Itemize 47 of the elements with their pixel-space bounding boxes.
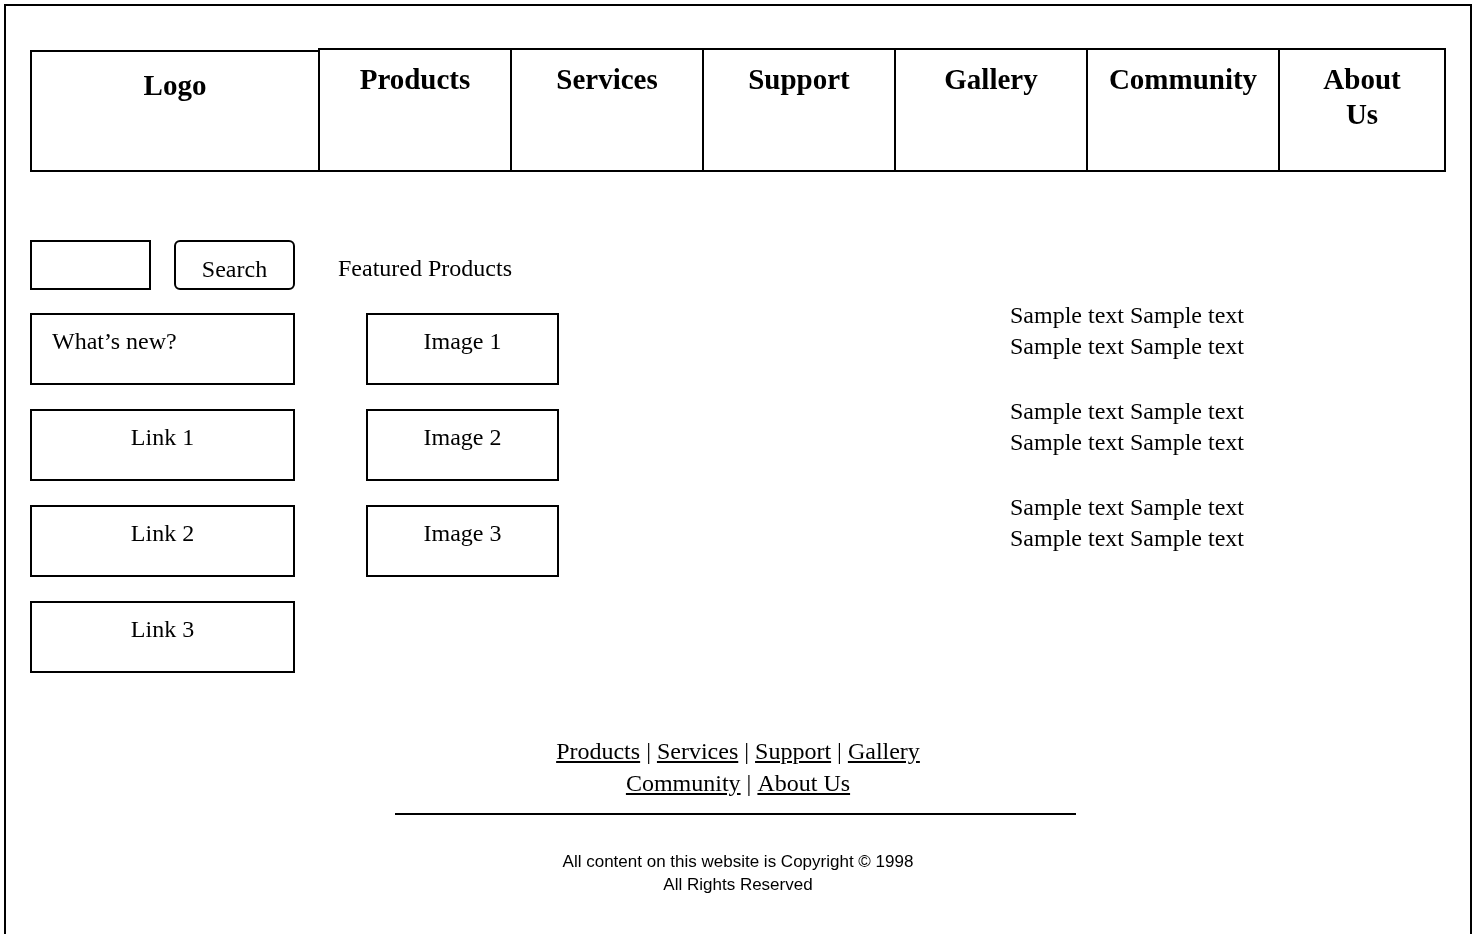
- link-separator: |: [837, 737, 842, 766]
- sample-text: Sample text Sample text Sample text Sample text: [1010, 397, 1245, 457]
- nav-label: Logo: [143, 68, 207, 103]
- nav-label: Products: [359, 62, 471, 97]
- nav-tab: [318, 48, 512, 172]
- copyright-text: All content on this website is Copyright © 1998: [561, 851, 915, 873]
- link-separator: |: [746, 769, 752, 798]
- box-label: What’s new?: [52, 327, 177, 356]
- footer-link: Gallery: [847, 737, 920, 766]
- image-frame: [366, 409, 559, 481]
- footer-link: Community: [625, 769, 741, 798]
- link-box: [30, 601, 295, 673]
- nav-tab: [1278, 48, 1446, 172]
- search-field: [30, 240, 151, 290]
- box-label: Image 3: [423, 519, 502, 548]
- box-label: Link 1: [130, 423, 195, 452]
- nav-tab: [702, 48, 896, 172]
- link-box: [30, 409, 295, 481]
- sample-text: Sample text Sample text Sample text Sample text: [1010, 301, 1245, 361]
- box-label: Link 3: [130, 615, 195, 644]
- menu-box: [30, 313, 295, 385]
- nav-tab: [510, 48, 704, 172]
- box-label: Link 2: [130, 519, 195, 548]
- sample-text: Sample text Sample text Sample text Sample text: [1010, 493, 1245, 553]
- nav-label: About Us: [1322, 62, 1402, 132]
- link-separator: |: [646, 737, 651, 766]
- image-frame: [366, 505, 559, 577]
- copyright-text: All Rights Reserved: [662, 874, 814, 896]
- footer-link: About Us: [757, 769, 851, 798]
- nav-label: Services: [556, 62, 658, 97]
- nav-label: Community: [1108, 62, 1258, 97]
- section-heading: Featured Products: [338, 254, 512, 283]
- link-separator: |: [744, 737, 750, 766]
- nav-tab: [894, 48, 1088, 172]
- link-box: [30, 505, 295, 577]
- footer-link: Services: [656, 737, 739, 766]
- footer-link: Products: [556, 737, 641, 766]
- search-button: [174, 240, 295, 290]
- image-frame: [366, 313, 559, 385]
- nav-label: Gallery: [944, 62, 1038, 97]
- box-label: Image 1: [423, 327, 502, 356]
- nav-tab: [1086, 48, 1280, 172]
- box-label: Image 2: [423, 423, 502, 452]
- nav-tab: [30, 50, 320, 172]
- nav-label: Support: [748, 62, 850, 97]
- footer-link: Support: [755, 737, 832, 766]
- box-label: Search: [201, 255, 268, 284]
